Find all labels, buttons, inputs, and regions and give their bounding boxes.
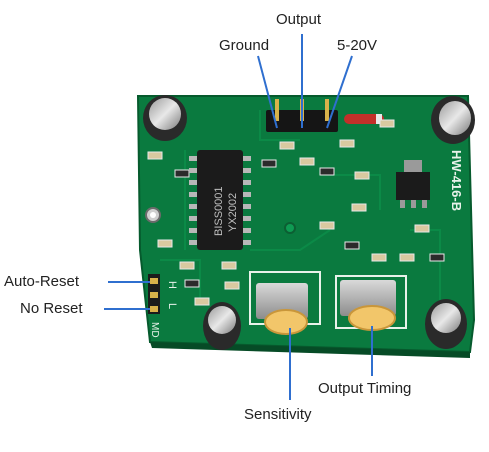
smd-part xyxy=(371,253,387,262)
smd-part xyxy=(224,281,240,290)
smd-part xyxy=(399,253,415,262)
capacitor xyxy=(143,95,187,141)
smd-part xyxy=(339,139,355,148)
no-reset-label: No Reset xyxy=(20,300,83,317)
chip-pin xyxy=(243,156,251,161)
smd-part xyxy=(299,157,315,166)
smd-part xyxy=(354,171,370,180)
pcb-traces xyxy=(160,110,441,300)
chip-pin xyxy=(243,204,251,209)
smd-part xyxy=(344,241,360,250)
smd-part xyxy=(184,279,200,288)
chip-pin xyxy=(189,156,197,161)
chip-pin xyxy=(243,180,251,185)
smd-part xyxy=(429,253,445,262)
smd-part xyxy=(261,159,277,168)
chip-pin xyxy=(189,180,197,185)
jumper-l-label: L xyxy=(166,303,178,309)
output-label: Output xyxy=(276,11,322,28)
smd-part xyxy=(319,221,335,230)
smd-part xyxy=(379,119,395,128)
smd-part xyxy=(194,297,210,306)
chip-pin xyxy=(189,240,197,245)
diode xyxy=(344,114,384,124)
smd-part xyxy=(221,261,237,270)
output-timing-potentiometer[interactable] xyxy=(335,275,407,331)
smd-part xyxy=(157,239,173,248)
voltage-callout-line xyxy=(326,55,353,129)
smd-part xyxy=(179,261,195,270)
via xyxy=(284,222,296,234)
smd-part xyxy=(279,141,295,150)
mounting-hole xyxy=(150,212,156,218)
ic-chip: BISS0001 YX2002 xyxy=(189,150,251,250)
sensitivity-label: Sensitivity xyxy=(244,406,312,423)
chip-pin xyxy=(189,216,197,221)
jumper-block xyxy=(148,274,160,314)
chip-label-1: BISS0001 xyxy=(213,186,225,236)
smd-part xyxy=(174,169,190,178)
ground-callout-line xyxy=(257,55,278,129)
capacitor xyxy=(431,96,475,144)
chip-pin xyxy=(189,192,197,197)
auto-reset-label: Auto-Reset xyxy=(4,273,80,290)
chip-pin xyxy=(243,240,251,245)
ground-label: Ground xyxy=(219,37,270,54)
smd-part xyxy=(414,224,430,233)
capacitor xyxy=(203,302,241,350)
chip-label-2: YX2002 xyxy=(227,193,239,232)
output-timing-label: Output Timing xyxy=(318,380,412,397)
chip-pin xyxy=(189,204,197,209)
chip-pin xyxy=(243,228,251,233)
voltage-regulator xyxy=(396,160,430,208)
smd-part xyxy=(147,151,163,160)
chip-pin xyxy=(243,168,251,173)
jumper-h-label: H xyxy=(166,281,178,289)
smd-components xyxy=(147,119,445,306)
chip-pin xyxy=(243,192,251,197)
chip-pin xyxy=(189,168,197,173)
corner-mark: MD xyxy=(149,322,160,338)
chip-pin xyxy=(189,228,197,233)
voltage-label: 5-20V xyxy=(337,37,378,54)
model-label: HW-416-B xyxy=(449,150,464,211)
smd-part xyxy=(319,167,335,176)
capacitor xyxy=(425,299,467,349)
sensitivity-potentiometer[interactable] xyxy=(249,271,321,335)
chip-pin xyxy=(243,216,251,221)
callout-lines xyxy=(104,34,373,400)
smd-part xyxy=(351,203,367,212)
